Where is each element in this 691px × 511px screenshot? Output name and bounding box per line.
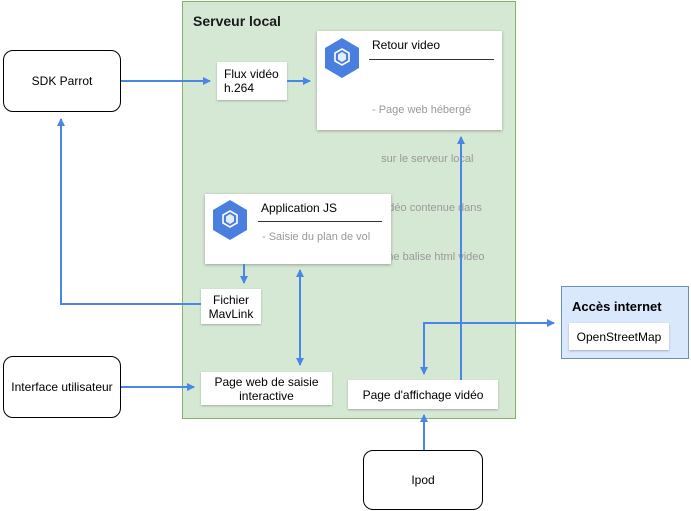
cloud-hexagon-icon xyxy=(325,38,359,78)
interface-utilisateur-node[interactable]: Interface utilisateur xyxy=(3,356,121,418)
flux-video-label-2: h.264 xyxy=(224,81,255,95)
sdk-parrot-label: SDK Parrot xyxy=(31,74,93,88)
interface-utilisateur-label: Interface utilisateur xyxy=(11,380,113,394)
application-js-item: - Saisie du plan de vol xyxy=(262,231,371,243)
page-saisie-label-2: interactive xyxy=(239,388,294,403)
openstreetmap-node[interactable]: OpenStreetMap xyxy=(569,323,669,350)
fichier-mavlink-label-2: MavLink xyxy=(208,306,254,321)
page-affichage-node[interactable]: Page d'affichage vidéo xyxy=(348,380,498,409)
page-saisie-label-1: Page web de saisie xyxy=(214,374,319,389)
ipod-node[interactable]: Ipod xyxy=(363,450,483,510)
application-js-divider xyxy=(258,221,382,222)
arrow-affichage-osm xyxy=(420,319,555,375)
fichier-mavlink-node[interactable]: Fichier MavLink xyxy=(201,289,261,324)
flux-video-node[interactable]: Flux vidéo h.264 xyxy=(217,62,287,100)
page-affichage-label: Page d'affichage vidéo xyxy=(362,387,484,402)
arrow-mavlink-to-sdk xyxy=(57,118,201,305)
flux-video-label-1: Flux vidéo xyxy=(224,67,279,81)
internet-access-title: Accès internet xyxy=(572,299,662,314)
ipod-label: Ipod xyxy=(411,473,435,487)
fichier-mavlink-label-1: Fichier xyxy=(212,292,249,307)
application-js-title: Application JS xyxy=(261,201,338,215)
local-server-title: Serveur local xyxy=(193,13,281,29)
sdk-parrot-node[interactable]: SDK Parrot xyxy=(3,50,121,112)
retour-video-item: sur le serveur local xyxy=(372,153,474,165)
openstreetmap-label: OpenStreetMap xyxy=(576,329,662,344)
cloud-hexagon-icon xyxy=(213,200,247,240)
page-saisie-node[interactable]: Page web de saisie interactive xyxy=(201,372,332,405)
retour-video-title: Retour video xyxy=(372,38,441,52)
retour-video-divider xyxy=(369,59,494,60)
retour-video-item: - Page web hébergé xyxy=(372,104,472,116)
